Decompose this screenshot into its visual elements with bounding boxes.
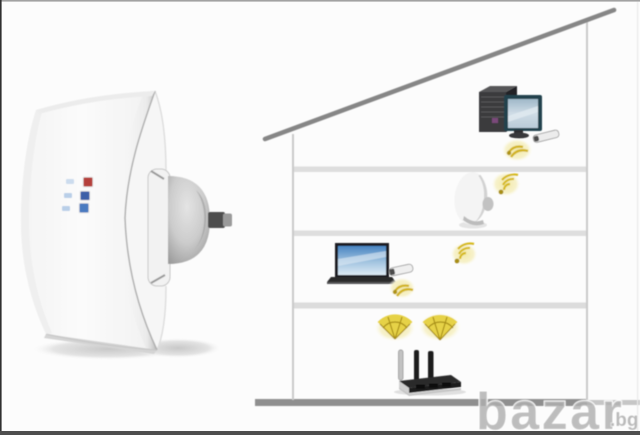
svg-text:.bg: .bg: [610, 410, 639, 431]
svg-text:bazar: bazar: [476, 383, 624, 435]
